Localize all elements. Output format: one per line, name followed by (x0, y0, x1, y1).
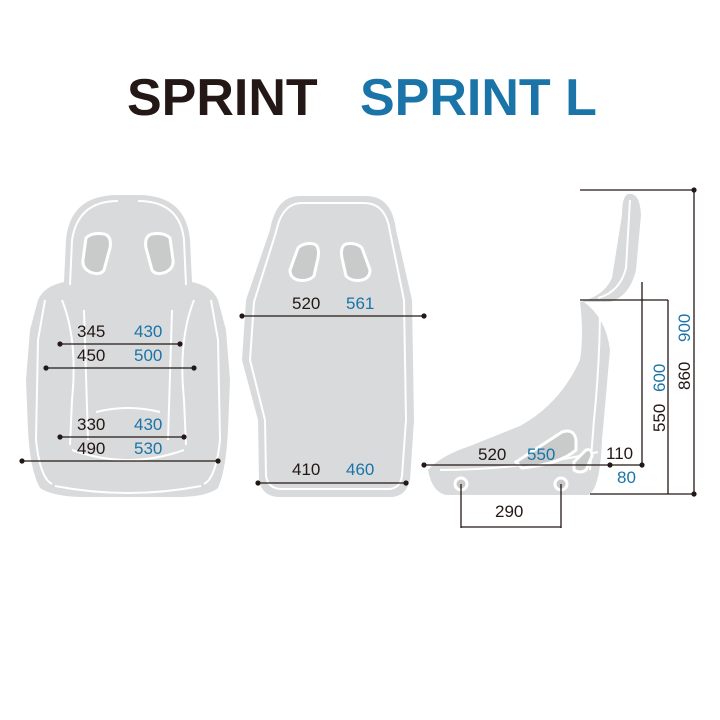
title-row: SPRINT SPRINT L (0, 66, 720, 136)
front-dim-4-sprint-l: 530 (134, 439, 162, 458)
back-dim-bottom-sprint: 410 (292, 460, 320, 479)
side-mount-slot (572, 448, 594, 474)
side-dim-low-sprint-l: 80 (617, 468, 636, 487)
back-dim-bottom-sprint-l: 460 (346, 460, 374, 479)
side-dim-total-sprint: 860 (675, 362, 694, 390)
back-dim-top-dot-right (421, 313, 427, 319)
side-dim-depth-sprint: 520 (478, 445, 506, 464)
front-dim-4-sprint: 490 (77, 439, 105, 458)
front-dim-330-dot-left (57, 434, 63, 440)
side-dim-total-sprint-l: 900 (675, 314, 694, 342)
front-dim-490-dot-left (19, 458, 25, 464)
side-dim-total-dot-bottom (691, 491, 697, 497)
front-dim-450-dot-right (191, 365, 197, 371)
front-dim-330-dot-right (181, 434, 187, 440)
back-seat-shape (242, 196, 414, 497)
side-dim-depth-dot-left (421, 462, 427, 468)
side-dim-low-sprint: 110 (606, 444, 633, 463)
front-harness-hole-left (81, 232, 112, 276)
back-harness-hole-right (340, 242, 372, 282)
back-dim-bottom-dot-right (403, 480, 409, 486)
back-seam-outline (248, 202, 408, 490)
side-dim-total-dot-top (691, 187, 697, 193)
side-dim-depth-sprint-l: 550 (527, 445, 555, 464)
back-dim-top-sprint: 520 (292, 294, 320, 313)
front-dim-3-sprint: 330 (77, 415, 105, 434)
side-seat-shape (428, 193, 641, 495)
model-title-sprint-l: SPRINT L (360, 69, 597, 127)
back-dim-top-dot-left (239, 313, 245, 319)
front-dim-2-sprint-l: 500 (134, 346, 162, 365)
front-seam-inner (61, 299, 195, 461)
model-title-sprint: SPRINT (127, 69, 318, 127)
side-dim-mount: 290 (495, 502, 523, 521)
side-view: 520 550 110 80 290 550 600 860 900 (421, 187, 697, 528)
front-harness-hole-right (144, 232, 175, 276)
front-seam-outer (34, 200, 222, 494)
side-dim-mid-sprint-l: 600 (650, 364, 669, 392)
front-dim-490-dot-right (215, 458, 221, 464)
front-dim-345-dot-left (57, 341, 63, 347)
front-dim-450-dot-left (43, 365, 49, 371)
front-dim-1-sprint: 345 (77, 322, 105, 341)
back-harness-hole-left (288, 242, 320, 282)
side-dim-mid-sprint: 550 (650, 404, 669, 432)
back-dim-bottom-dot-left (255, 480, 261, 486)
front-dim-1-sprint-l: 430 (134, 322, 162, 341)
front-view: 345 430 450 500 330 430 490 530 (19, 195, 230, 497)
back-dim-top-sprint-l: 561 (346, 294, 374, 313)
front-dim-2-sprint: 450 (77, 346, 105, 365)
front-dim-345-dot-right (177, 341, 183, 347)
back-view: 520 561 410 460 (239, 196, 427, 497)
front-seat-shape (26, 195, 230, 497)
front-dim-3-sprint-l: 430 (134, 415, 162, 434)
